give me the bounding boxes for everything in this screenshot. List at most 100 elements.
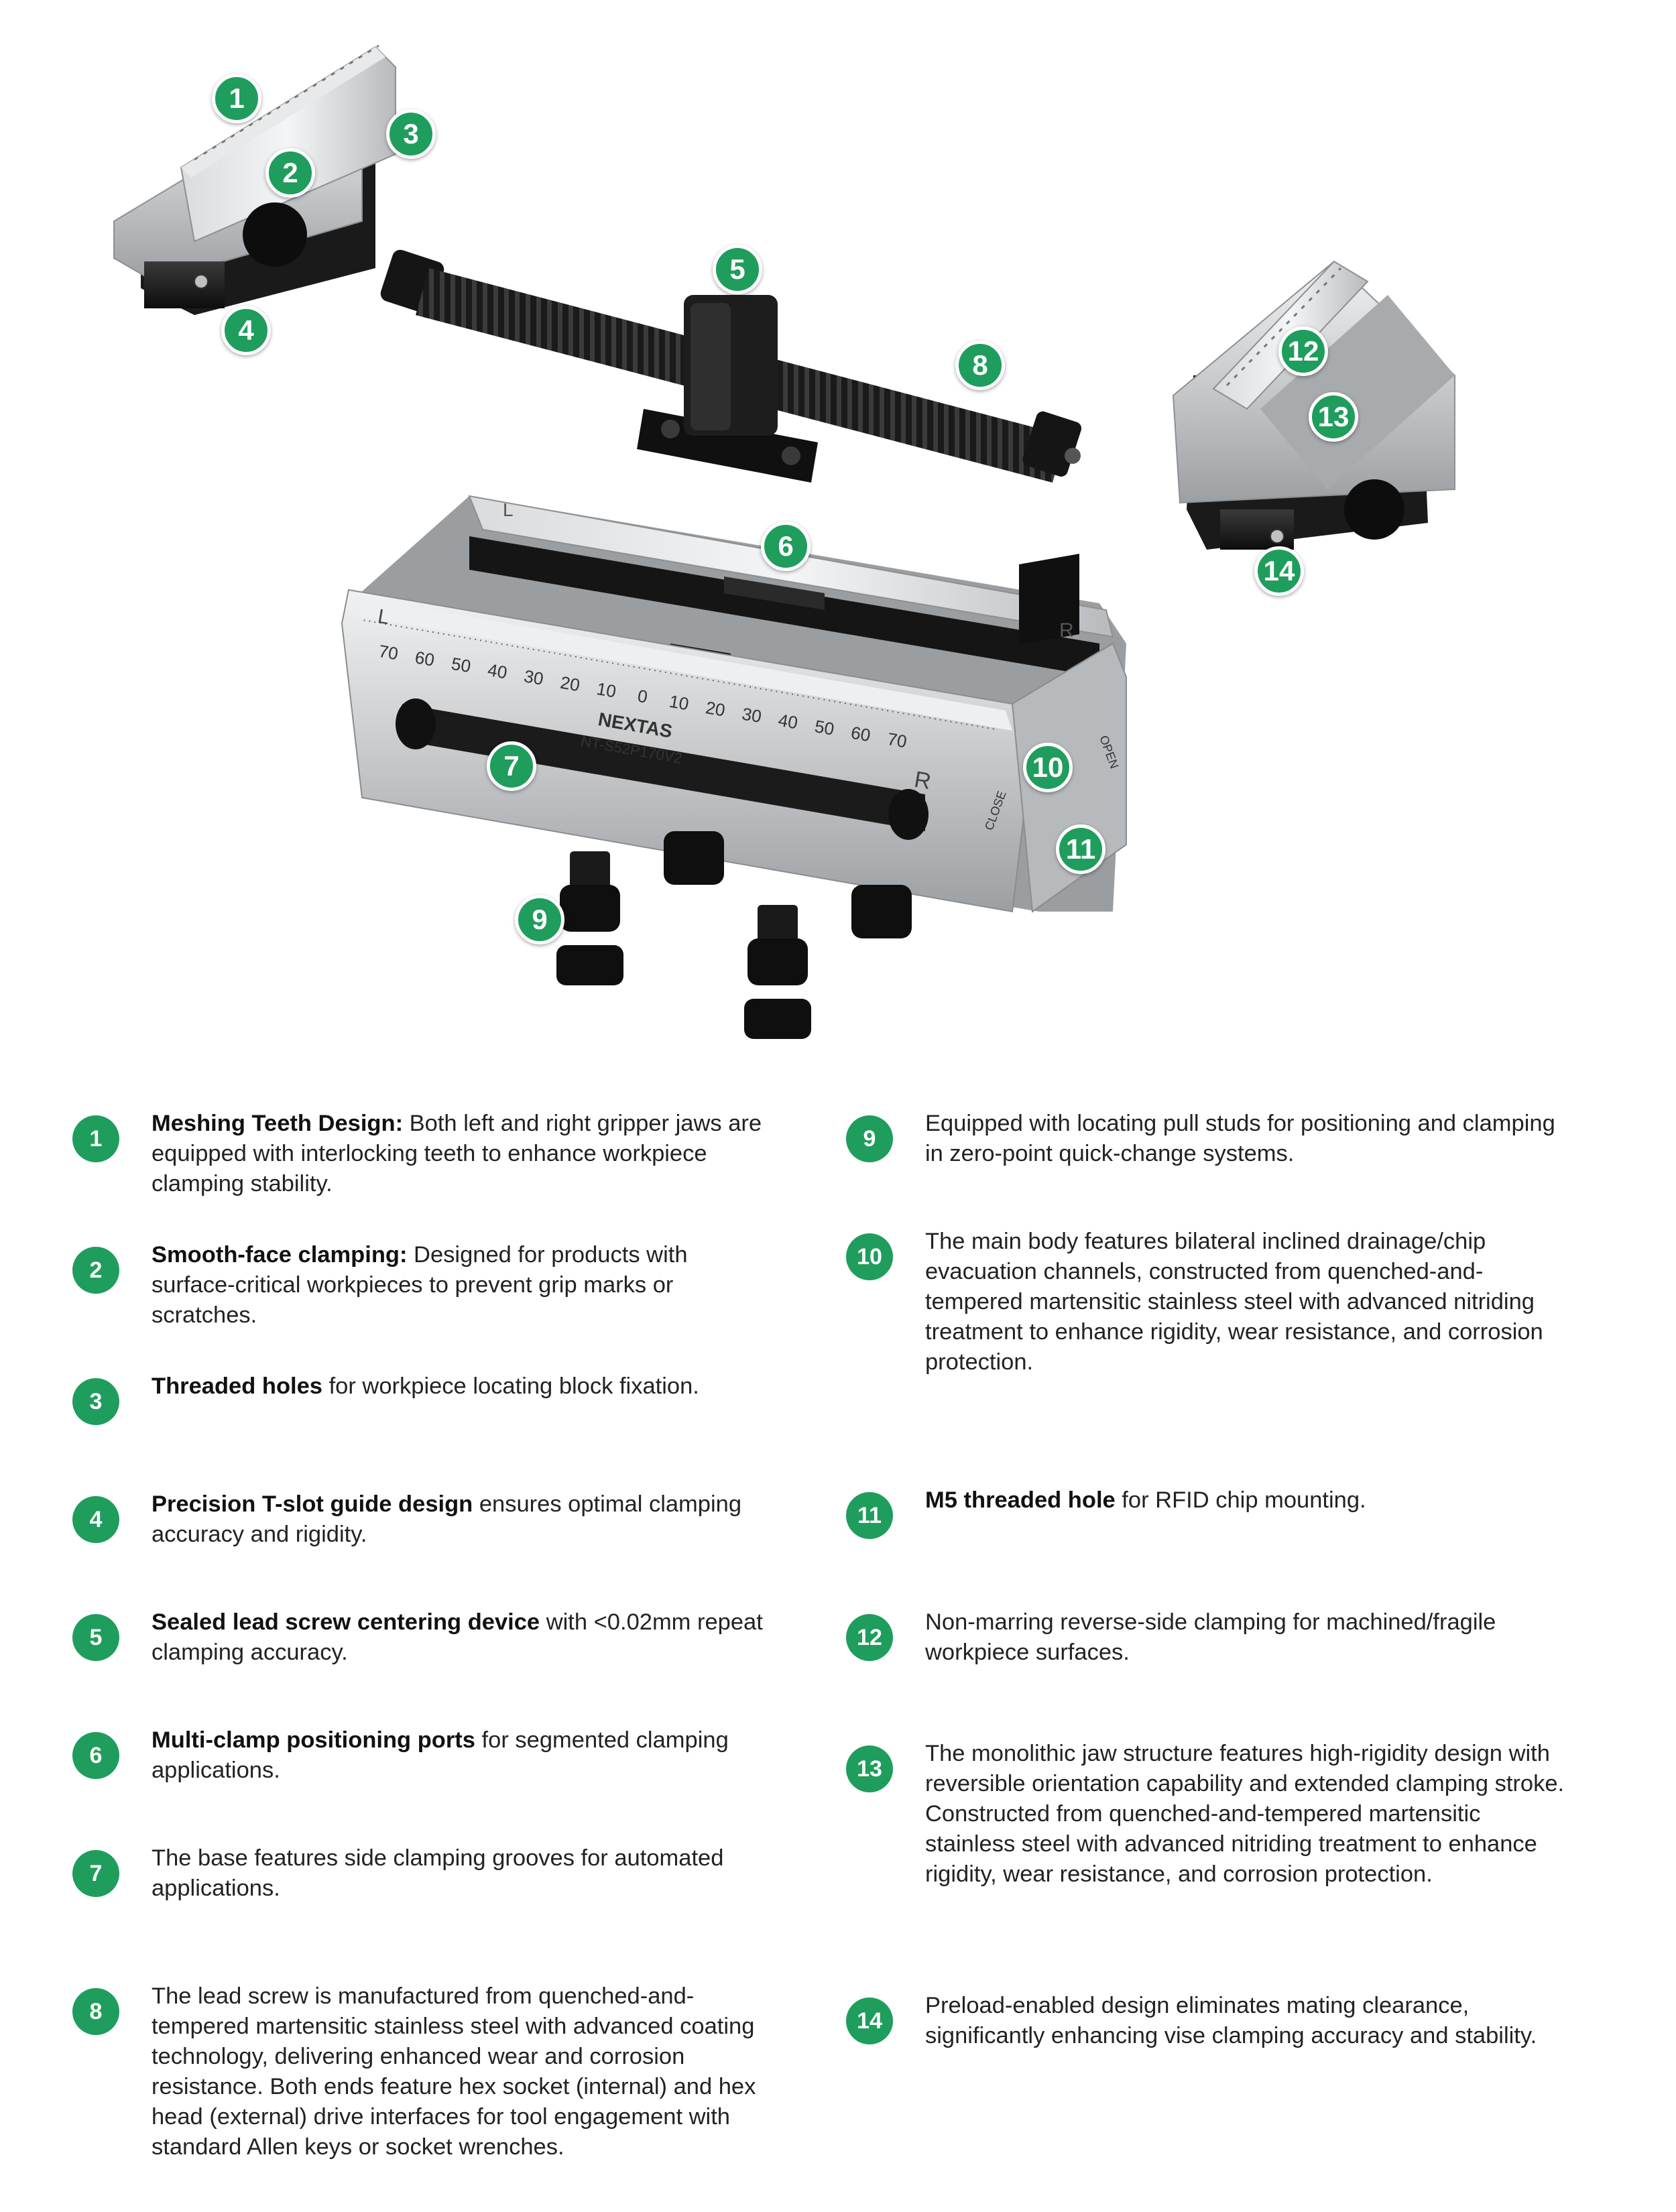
marker-6[interactable]: 6 <box>761 521 811 571</box>
legend-badge: 7 <box>72 1850 119 1897</box>
legend-badge: 1 <box>72 1115 119 1162</box>
legend-body: Non-marring reverse-side clamping for ma… <box>925 1609 1496 1665</box>
legend-item-4: 4 Precision T-slot guide design ensures … <box>72 1489 770 1550</box>
exploded-view-diagram: 70 60 50 40 30 20 10 0 10 20 30 40 50 60… <box>0 0 1676 1072</box>
marker-10[interactable]: 10 <box>1023 743 1073 792</box>
legend-text: Sealed lead screw centering device with … <box>152 1607 770 1668</box>
legend-badge: 5 <box>72 1614 119 1661</box>
legend-body: Preload-enabled design eliminates mating… <box>925 1993 1537 2048</box>
legend-text: The lead screw is manufactured from quen… <box>152 1981 770 2162</box>
marker-2[interactable]: 2 <box>265 148 315 198</box>
ruler-tick-label: 70 <box>886 729 908 751</box>
legend-badge: 8 <box>72 1988 119 2035</box>
legend-text: Precision T-slot guide design ensures op… <box>152 1489 770 1550</box>
legend-text: Threaded holes for workpiece locating bl… <box>152 1371 699 1402</box>
legend-item-6: 6 Multi-clamp positioning ports for segm… <box>72 1725 770 1786</box>
legend-text: Non-marring reverse-side clamping for ma… <box>925 1607 1567 1668</box>
ruler-tick-label: 20 <box>559 672 582 695</box>
marker-9[interactable]: 9 <box>515 895 564 944</box>
legend-badge: 4 <box>72 1496 119 1543</box>
pull-studs <box>556 831 912 1039</box>
left-jaw <box>113 44 396 315</box>
marker-5[interactable]: 5 <box>713 245 762 294</box>
legend-body: The main body features bilateral incline… <box>925 1229 1543 1375</box>
legend-item-11: 11 M5 threaded hole for RFID chip mounti… <box>846 1485 1567 1539</box>
legend-text: Meshing Teeth Design: Both left and righ… <box>152 1109 770 1199</box>
pull-stud <box>744 905 811 1039</box>
legend-item-14: 14 Preload-enabled design eliminates mat… <box>846 1991 1567 2051</box>
legend-bold: M5 threaded hole <box>925 1487 1116 1513</box>
legend-badge: 14 <box>846 1998 893 2044</box>
legend-body: Both left and right gripper jaws are equ… <box>152 1111 762 1196</box>
ruler-tick-label: 70 <box>377 641 400 664</box>
ruler-tick-label: 50 <box>813 716 836 739</box>
ruler-tick-label: 30 <box>522 666 545 688</box>
ruler-tick-label: 20 <box>704 697 727 720</box>
legend-badge: 13 <box>846 1745 893 1792</box>
right-jaw <box>1172 260 1455 550</box>
left-marker-label: L <box>376 605 391 629</box>
marker-4[interactable]: 4 <box>221 306 271 355</box>
legend-body: for segmented clamping applications. <box>152 1727 729 1783</box>
legend-item-1: 1 Meshing Teeth Design: Both left and ri… <box>72 1109 770 1199</box>
legend-item-9: 9 Equipped with locating pull studs for … <box>846 1109 1567 1169</box>
legend-text: Preload-enabled design eliminates mating… <box>925 1991 1567 2051</box>
pull-stud <box>851 885 912 938</box>
legend-body: Designed for products with surface-criti… <box>152 1242 688 1328</box>
legend-text: The base features side clamping grooves … <box>152 1843 770 1904</box>
ruler-tick-label: 50 <box>450 654 473 676</box>
marker-7[interactable]: 7 <box>487 741 536 791</box>
legend-item-3: 3 Threaded holes for workpiece locating … <box>72 1371 770 1425</box>
legend-bold: Multi-clamp positioning ports <box>152 1727 475 1753</box>
marker-1[interactable]: 1 <box>212 74 261 123</box>
marker-14[interactable]: 14 <box>1254 546 1304 596</box>
pull-stud <box>664 831 724 885</box>
legend-text: The monolithic jaw structure features hi… <box>925 1739 1567 1890</box>
legend-bold: Sealed lead screw centering device <box>152 1609 540 1635</box>
upper-left-marker-label: L <box>503 499 514 520</box>
left-jaw-teeth <box>194 44 379 161</box>
centering-block <box>637 295 818 483</box>
ruler-tick-label: 60 <box>414 647 436 670</box>
marker-3[interactable]: 3 <box>386 109 436 159</box>
legend-bold: Meshing Teeth Design: <box>152 1111 404 1136</box>
legend-badge: 10 <box>846 1233 893 1280</box>
legend-item-7: 7 The base features side clamping groove… <box>72 1843 770 1904</box>
marker-11[interactable]: 11 <box>1056 824 1105 874</box>
legend-item-10: 10 The main body features bilateral incl… <box>846 1227 1567 1377</box>
legend-body: for workpiece locating block fixation. <box>322 1373 699 1399</box>
legend-item-12: 12 Non-marring reverse-side clamping for… <box>846 1607 1567 1668</box>
legend-badge: 12 <box>846 1614 893 1661</box>
marker-12[interactable]: 12 <box>1278 326 1328 376</box>
ruler-tick-label: 60 <box>849 723 872 745</box>
legend-text: The main body features bilateral incline… <box>925 1227 1567 1377</box>
legend-bold: Precision T-slot guide design <box>152 1491 473 1517</box>
legend-badge: 2 <box>72 1247 119 1294</box>
legend-body: The monolithic jaw structure features hi… <box>925 1741 1565 1887</box>
legend-text: Smooth-face clamping: Designed for produ… <box>152 1240 770 1331</box>
legend-bold: Smooth-face clamping: <box>152 1242 408 1268</box>
ruler-tick-label: 40 <box>486 660 509 682</box>
legend-item-2: 2 Smooth-face clamping: Designed for pro… <box>72 1240 770 1331</box>
legend-item-8: 8 The lead screw is manufactured from qu… <box>72 1981 770 2162</box>
legend-text: Equipped with locating pull studs for po… <box>925 1109 1567 1169</box>
ruler-tick-label: 10 <box>668 691 691 714</box>
upper-right-marker-label: R <box>1059 619 1074 641</box>
legend-body: for RFID chip mounting. <box>1115 1487 1366 1513</box>
ruler-tick-label: 10 <box>595 678 618 701</box>
legend-badge: 6 <box>72 1732 119 1779</box>
ruler-tick-label: 40 <box>777 710 800 733</box>
legend-body: Equipped with locating pull studs for po… <box>925 1111 1555 1166</box>
legend-body: The lead screw is manufactured from quen… <box>152 1983 756 2160</box>
pull-stud <box>556 851 623 985</box>
legend-badge: 9 <box>846 1115 893 1162</box>
legend-badge: 11 <box>846 1492 893 1539</box>
legend-text: M5 threaded hole for RFID chip mounting. <box>925 1485 1366 1516</box>
legend-item-13: 13 The monolithic jaw structure features… <box>846 1739 1567 1890</box>
legend-bold: Threaded holes <box>152 1373 322 1399</box>
marker-13[interactable]: 13 <box>1309 392 1358 442</box>
ruler-tick-label: 30 <box>741 704 764 727</box>
marker-8[interactable]: 8 <box>955 341 1005 390</box>
ruler-tick-label: 0 <box>636 686 649 707</box>
lead-screw <box>380 249 1082 483</box>
